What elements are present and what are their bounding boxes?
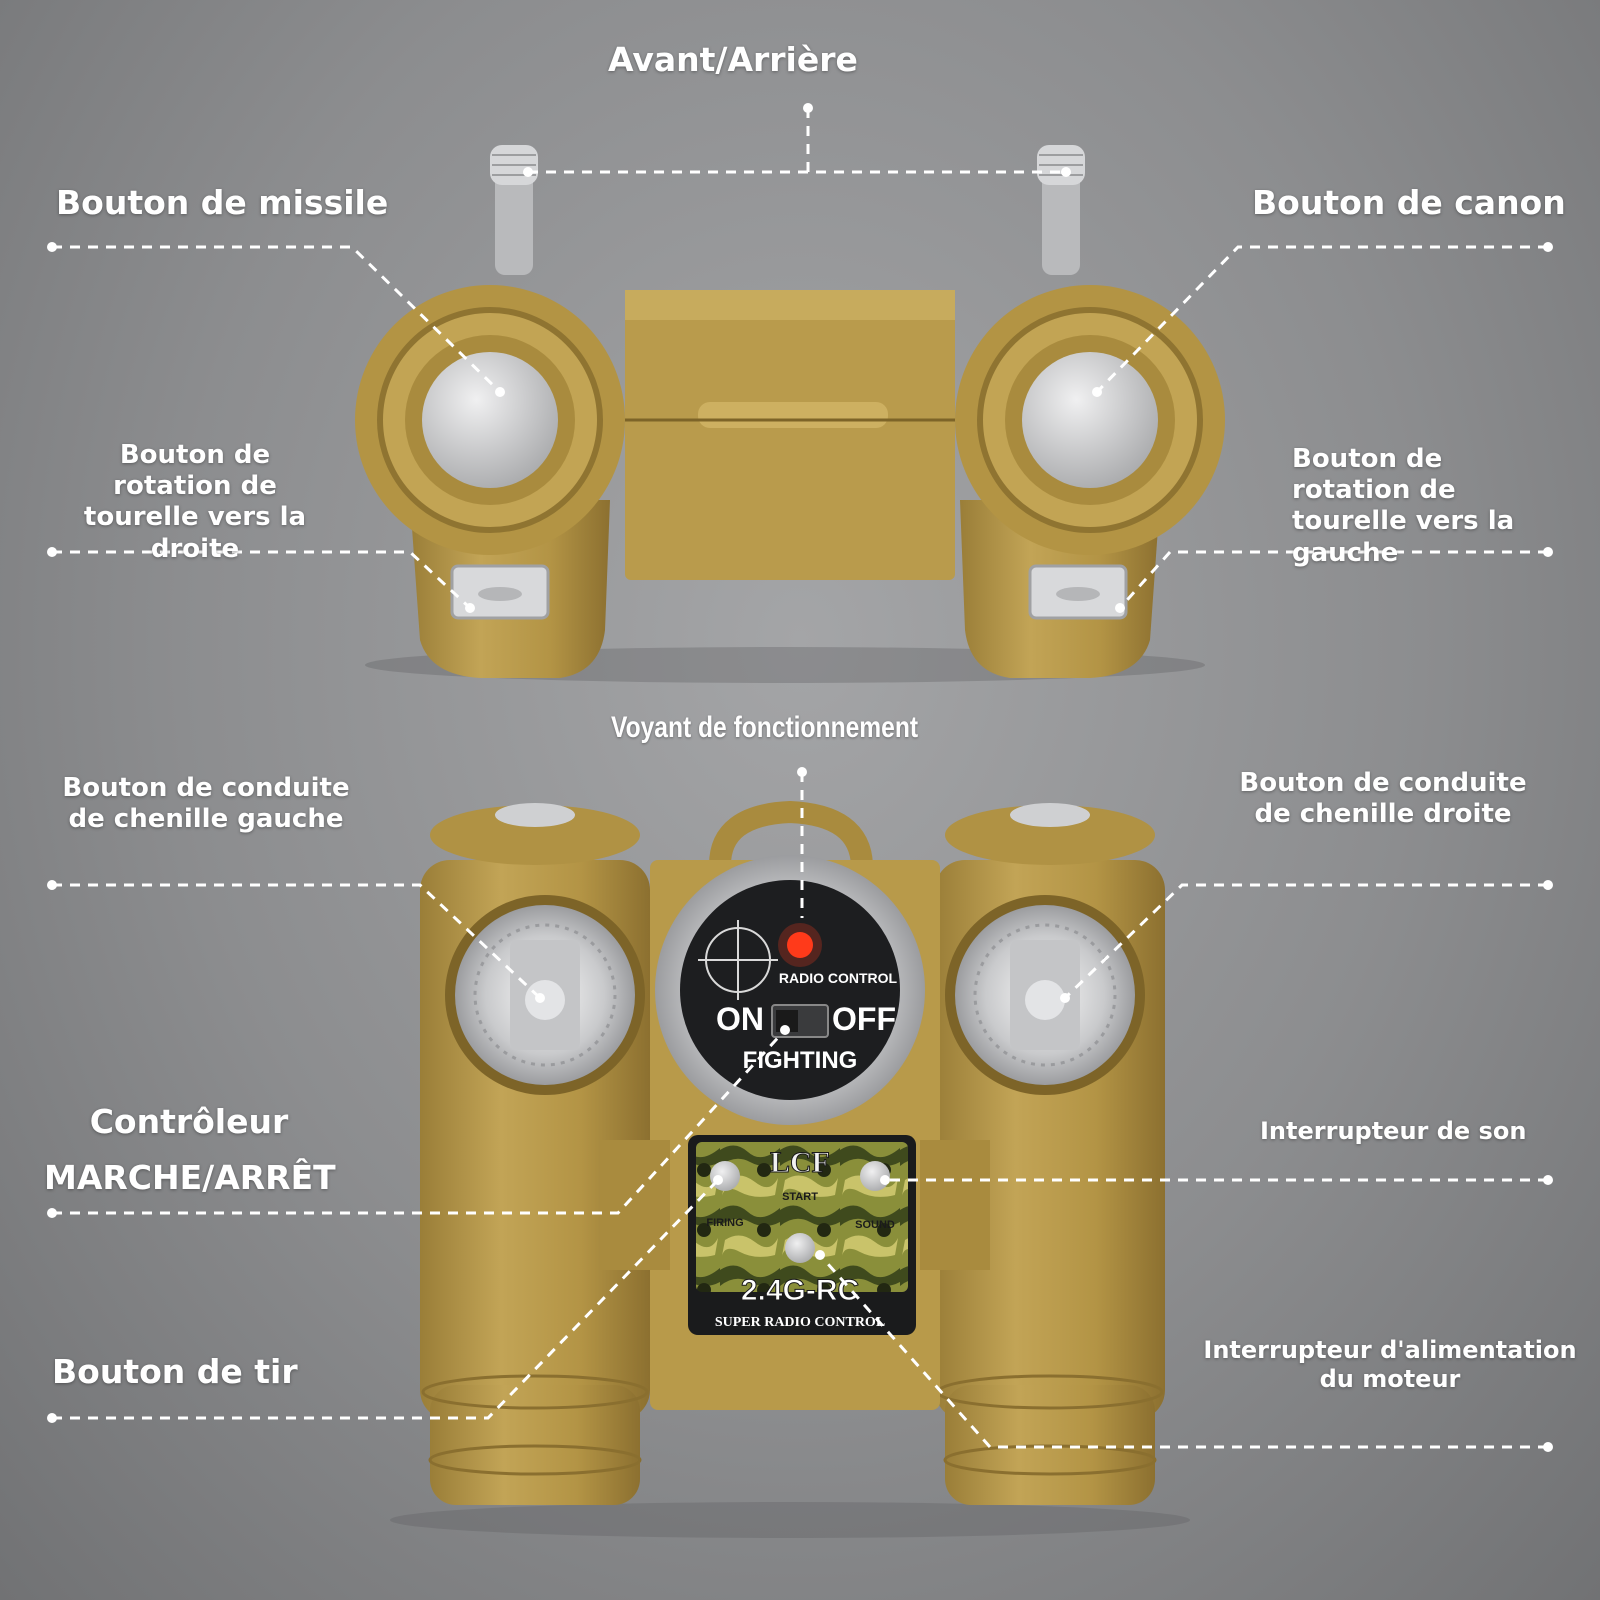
radio-control-text: RADIO CONTROL xyxy=(779,970,898,986)
super-radio-text: SUPER RADIO CONTROL xyxy=(715,1315,885,1330)
sound-text: SOUND xyxy=(855,1219,895,1231)
label-turret-right: Bouton de rotation de tourelle vers la d… xyxy=(83,440,307,564)
firing-button xyxy=(710,1161,740,1191)
right-stick xyxy=(1037,145,1085,275)
label-turret-left: Bouton de rotation de tourelle vers la g… xyxy=(1292,444,1515,568)
start-button xyxy=(785,1233,815,1263)
leader-dots xyxy=(47,103,1553,1452)
leader-lines xyxy=(52,108,1548,1449)
firing-text: FIRING xyxy=(706,1217,743,1229)
label-on-off-line2: MARCHE/ARRÊT xyxy=(44,1158,336,1197)
label-cannon-button: Bouton de canon xyxy=(1252,183,1566,222)
left-stick xyxy=(490,145,538,275)
left-dome-button xyxy=(422,352,558,488)
off-text: OFF xyxy=(832,1001,896,1037)
left-gear-dial xyxy=(355,285,625,555)
label-sound-switch: Interrupteur de son xyxy=(1260,1117,1527,1145)
label-on-off-line1: Contrôleur xyxy=(89,1102,289,1141)
left-track-dial xyxy=(445,895,645,1095)
label-left-track: Bouton de conduite de chenille gauche xyxy=(62,773,350,835)
label-status-light: Voyant de fonctionnement xyxy=(611,711,919,744)
fighting-text: FIGHTING xyxy=(743,1047,858,1074)
label-missile-button: Bouton de missile xyxy=(56,183,389,222)
label-right-track: Bouton de conduite de chenille droite xyxy=(1239,768,1527,830)
label-motor-power: Interrupteur d'alimentation du moteur xyxy=(1203,1336,1577,1393)
label-forward-back: Avant/Arrière xyxy=(608,40,858,79)
camo-panel: LCF START FIRING SOUND 2.4G-RC SUPER RAD… xyxy=(688,1135,916,1335)
on-text: ON xyxy=(716,1001,764,1037)
top-controller xyxy=(355,145,1225,683)
status-led xyxy=(787,932,813,958)
start-text: START xyxy=(782,1191,818,1203)
brand-text: LCF xyxy=(770,1146,830,1179)
right-gear-dial xyxy=(955,285,1225,555)
right-track-dial xyxy=(945,895,1145,1095)
right-dome-button xyxy=(1022,352,1158,488)
label-fire-button: Bouton de tir xyxy=(52,1352,298,1391)
control-display: RADIO CONTROL ON OFF FIGHTING xyxy=(655,855,925,1125)
bottom-controller: RADIO CONTROL ON OFF FIGHTING LCF START … xyxy=(390,800,1190,1538)
